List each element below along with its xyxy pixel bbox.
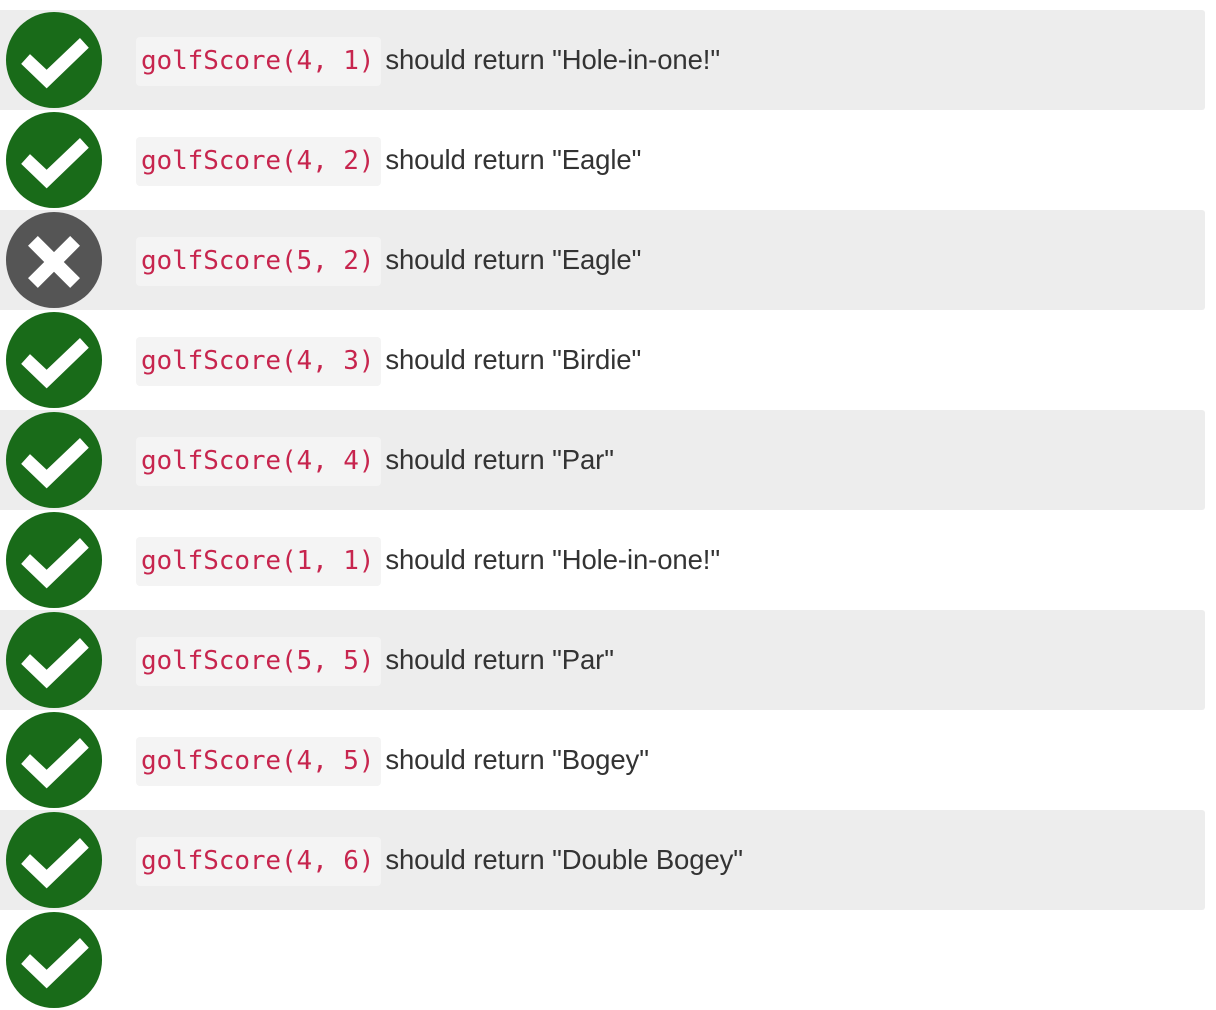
test-row: golfScore(5, 2)should return "Eagle"	[0, 210, 1216, 310]
assertion-text: golfScore(4, 6)should return "Double Bog…	[136, 836, 763, 886]
check-circle-icon	[5, 711, 103, 809]
row-content	[0, 910, 1216, 1010]
row-content: golfScore(4, 2)should return "Eagle"	[0, 110, 1216, 210]
assertion-code: golfScore(1, 1)	[136, 536, 382, 586]
assertion-description: should return "Bogey"	[385, 743, 649, 775]
assertion-code: golfScore(5, 2)	[136, 236, 382, 286]
assertion-text: golfScore(4, 1)should return "Hole-in-on…	[136, 36, 740, 86]
row-content: golfScore(4, 1)should return "Hole-in-on…	[0, 10, 1216, 110]
test-row: golfScore(5, 5)should return "Par"	[0, 610, 1216, 710]
check-circle-icon	[5, 11, 103, 109]
test-row: golfScore(4, 1)should return "Hole-in-on…	[0, 10, 1216, 110]
check-circle-icon	[5, 511, 103, 609]
assertion-description: should return "Hole-in-one!"	[385, 543, 720, 575]
row-content: golfScore(5, 2)should return "Eagle"	[0, 210, 1216, 310]
assertion-description: should return "Eagle"	[385, 243, 642, 275]
assertion-code: golfScore(4, 1)	[136, 36, 382, 86]
assertion-code: golfScore(4, 6)	[136, 836, 382, 886]
assertion-description: should return "Birdie"	[385, 343, 642, 375]
assertion-code: golfScore(4, 3)	[136, 336, 382, 386]
assertion-code: golfScore(4, 4)	[136, 436, 382, 486]
assertion-description: should return "Double Bogey"	[385, 843, 743, 875]
assertion-text: golfScore(4, 3)should return "Birdie"	[136, 336, 661, 386]
assertion-text: golfScore(4, 4)should return "Par"	[136, 436, 634, 486]
assertion-text: golfScore(4, 5)should return "Bogey"	[136, 736, 669, 786]
row-content: golfScore(5, 5)should return "Par"	[0, 610, 1216, 710]
test-result-list: golfScore(4, 1)should return "Hole-in-on…	[0, 10, 1216, 1009]
check-circle-icon	[5, 411, 103, 509]
row-content: golfScore(4, 3)should return "Birdie"	[0, 310, 1216, 410]
check-circle-icon	[5, 111, 103, 209]
test-row: golfScore(4, 2)should return "Eagle"	[0, 110, 1216, 210]
check-circle-icon	[5, 311, 103, 409]
row-content: golfScore(4, 5)should return "Bogey"	[0, 710, 1216, 810]
assertion-text: golfScore(4, 2)should return "Eagle"	[136, 136, 661, 186]
row-content: golfScore(4, 6)should return "Double Bog…	[0, 810, 1216, 910]
test-row: golfScore(1, 1)should return "Hole-in-on…	[0, 510, 1216, 610]
assertion-code: golfScore(4, 2)	[136, 136, 382, 186]
test-row: golfScore(4, 6)should return "Double Bog…	[0, 810, 1216, 910]
test-row: golfScore(4, 5)should return "Bogey"	[0, 710, 1216, 810]
assertion-description: should return "Eagle"	[385, 143, 642, 175]
x-circle-icon	[5, 211, 103, 309]
assertion-text: golfScore(1, 1)should return "Hole-in-on…	[136, 536, 740, 586]
test-row: golfScore(4, 4)should return "Par"	[0, 410, 1216, 510]
assertion-text: golfScore(5, 2)should return "Eagle"	[136, 236, 661, 286]
assertion-description: should return "Hole-in-one!"	[385, 43, 720, 75]
test-row	[0, 910, 1216, 1010]
check-circle-icon	[5, 611, 103, 709]
row-content: golfScore(4, 4)should return "Par"	[0, 410, 1216, 510]
check-circle-icon	[5, 811, 103, 909]
row-content: golfScore(1, 1)should return "Hole-in-on…	[0, 510, 1216, 610]
assertion-code: golfScore(5, 5)	[136, 636, 382, 686]
assertion-code: golfScore(4, 5)	[136, 736, 382, 786]
assertion-text: golfScore(5, 5)should return "Par"	[136, 636, 634, 686]
assertion-description: should return "Par"	[385, 443, 614, 475]
test-row: golfScore(4, 3)should return "Birdie"	[0, 310, 1216, 410]
check-circle-icon	[5, 911, 103, 1009]
assertion-description: should return "Par"	[385, 643, 614, 675]
